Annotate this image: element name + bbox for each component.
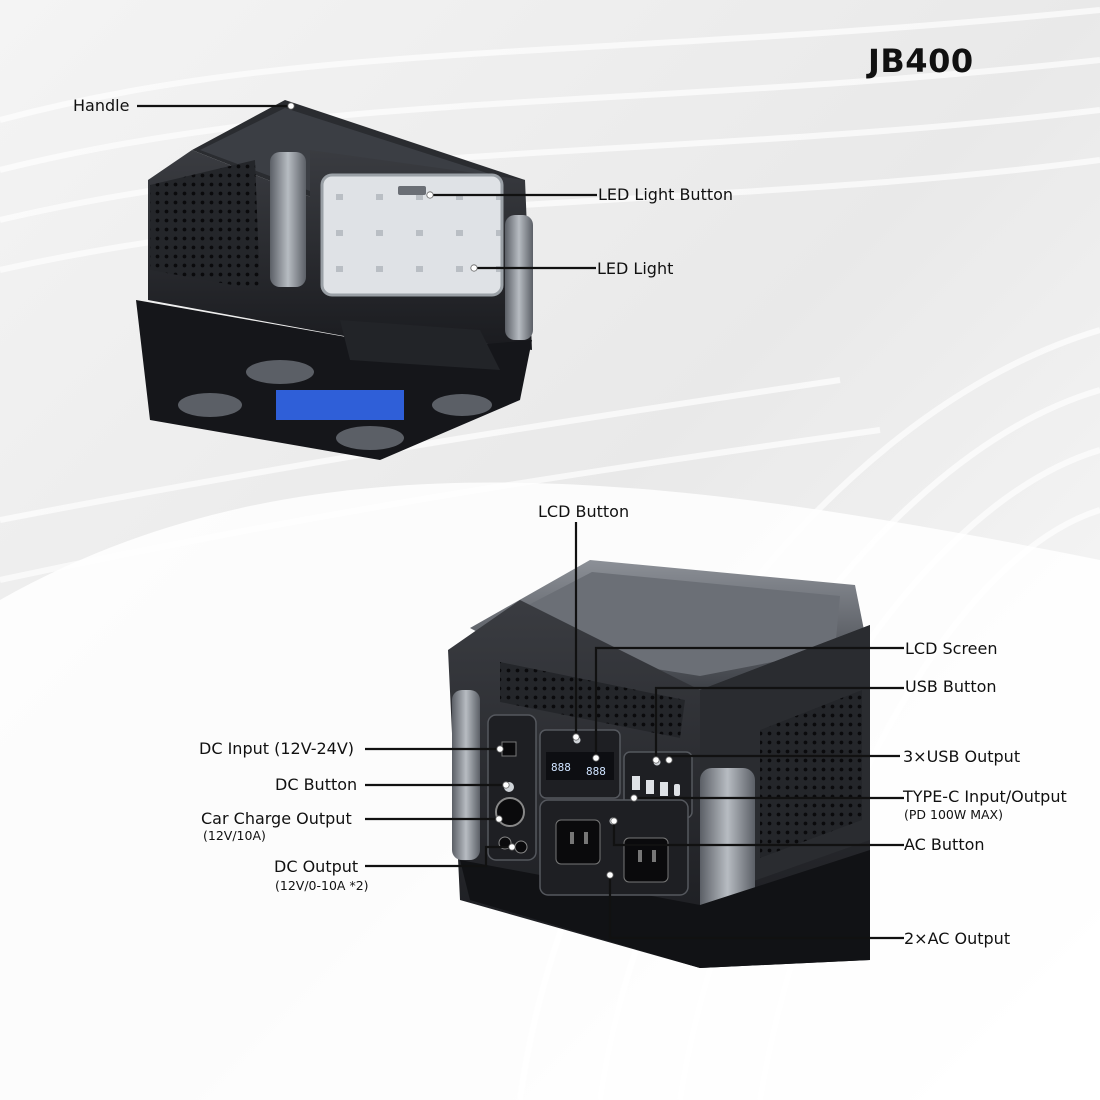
- usb-port-icon[interactable]: [632, 776, 640, 790]
- foot: [178, 393, 242, 417]
- label-dc-output-sub: (12V/0-10A *2): [275, 878, 369, 893]
- label-ac-button: AC Button: [904, 835, 985, 854]
- leader-ac-output: [608, 875, 904, 940]
- label-typec-sub: (PD 100W MAX): [904, 807, 1003, 822]
- label-lcd-button: LCD Button: [538, 502, 630, 521]
- bottom-base: [136, 300, 532, 460]
- left-grey-panel: [452, 690, 480, 860]
- leader-dc-output: [365, 845, 512, 868]
- outlet-icon[interactable]: [623, 837, 669, 883]
- lcd-readout-right: 888: [586, 765, 606, 778]
- vent-grille-icon: [760, 690, 862, 858]
- leader-ac-button: [612, 821, 904, 847]
- outlet-icon[interactable]: [555, 819, 601, 865]
- label-usb-button: USB Button: [905, 677, 997, 696]
- label-usb-output: 3×USB Output: [903, 747, 1021, 766]
- usb-port-icon[interactable]: [660, 782, 668, 796]
- foot: [432, 394, 492, 416]
- vent-grille-icon: [150, 160, 260, 290]
- lcd-screen: [546, 752, 614, 780]
- label-dc-output: DC Output: [274, 857, 359, 876]
- dc-input-port[interactable]: [501, 741, 517, 757]
- leader-lines: [137, 104, 904, 940]
- front-view-device: 888 888: [448, 560, 870, 968]
- led-light-panel: [320, 173, 504, 297]
- car-charge-port[interactable]: [495, 797, 525, 827]
- typec-port-icon[interactable]: [674, 784, 680, 796]
- led-light-button[interactable]: [398, 186, 426, 195]
- leader-lcd-screen: [594, 646, 904, 758]
- dc-output-port[interactable]: [514, 840, 528, 854]
- lcd-screen: [276, 390, 404, 420]
- usb-port-icon[interactable]: [646, 780, 654, 794]
- label-ac-output: 2×AC Output: [904, 929, 1011, 948]
- foot: [336, 426, 404, 450]
- label-dc-button: DC Button: [275, 775, 358, 794]
- lcd-readout-left: 888: [551, 761, 571, 774]
- label-led-light: LED Light: [597, 259, 674, 278]
- leader-dots: [287, 102, 673, 879]
- label-car-charge: Car Charge Output: [201, 809, 352, 828]
- right-grey-panel: [505, 215, 533, 340]
- right-grey-panel: [700, 768, 755, 918]
- label-lcd-screen: LCD Screen: [905, 639, 998, 658]
- vent-grille-icon: [500, 662, 685, 738]
- product-title: JB400: [868, 42, 974, 80]
- label-typec: TYPE-C Input/Output: [903, 787, 1067, 806]
- label-led-light-button: LED Light Button: [598, 185, 734, 204]
- top-view-device: [136, 100, 533, 460]
- leader-usb-button: [654, 686, 904, 760]
- label-handle: Handle: [73, 96, 130, 115]
- label-car-charge-sub: (12V/10A): [203, 828, 266, 843]
- left-grey-panel: [270, 152, 306, 287]
- foot: [246, 360, 314, 384]
- label-dc-input: DC Input (12V-24V): [199, 739, 355, 758]
